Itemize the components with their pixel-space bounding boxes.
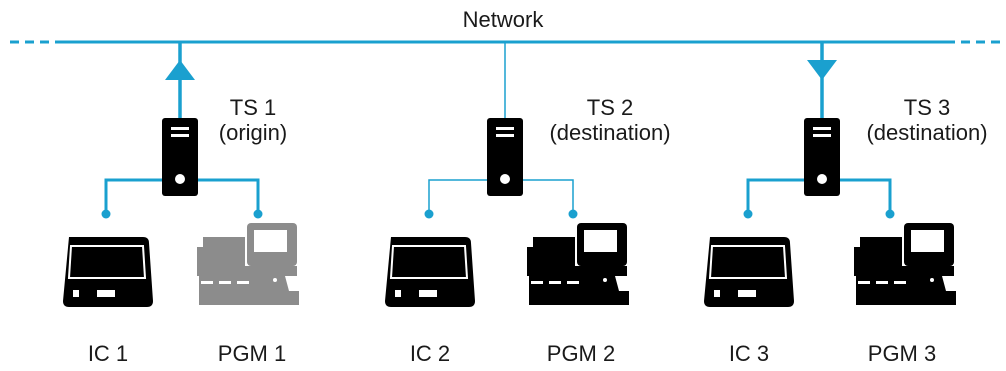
gaming-machine-icon xyxy=(197,223,299,305)
download-arrow-icon xyxy=(807,60,837,80)
station-role: (destination) xyxy=(549,120,671,145)
station-3-title: TS 3 (destination) xyxy=(866,95,987,145)
server-icon xyxy=(162,118,198,196)
station-1 xyxy=(63,42,299,307)
pgm-port-dot xyxy=(885,209,895,219)
station-name: TS 3 xyxy=(903,95,951,120)
card-reader-icon xyxy=(704,237,794,307)
pgm-2-label: PGM 2 xyxy=(546,341,616,366)
upload-arrow-icon xyxy=(165,60,195,80)
ic-port-dot xyxy=(743,209,753,219)
station-name: TS 1 xyxy=(229,95,277,120)
pgm-port-dot xyxy=(568,209,578,219)
gaming-machine-icon xyxy=(527,223,629,305)
station-links xyxy=(104,178,260,212)
server-icon xyxy=(804,118,840,196)
pgm-port-dot xyxy=(253,209,263,219)
server-icon xyxy=(487,118,523,196)
network-label: Network xyxy=(462,7,544,32)
station-role: (origin) xyxy=(218,120,288,145)
station-links xyxy=(428,179,574,212)
card-reader-icon xyxy=(63,237,153,307)
ic-port-dot xyxy=(101,209,111,219)
pgm-1-label: PGM 1 xyxy=(217,341,287,366)
station-role: (destination) xyxy=(866,120,988,145)
station-2-title: TS 2 (destination) xyxy=(549,95,670,145)
station-links xyxy=(746,178,892,212)
ic-3-label: IC 3 xyxy=(728,341,770,366)
ic-port-dot xyxy=(424,209,434,219)
station-1-title: TS 1 (origin) xyxy=(219,95,287,145)
ic-2-label: IC 2 xyxy=(409,341,451,366)
station-2 xyxy=(385,42,629,307)
card-reader-icon xyxy=(385,237,475,307)
pgm-3-label: PGM 3 xyxy=(867,341,937,366)
gaming-machine-icon xyxy=(854,223,956,305)
station-3 xyxy=(704,42,956,307)
station-name: TS 2 xyxy=(586,95,634,120)
ic-1-label: IC 1 xyxy=(87,341,129,366)
